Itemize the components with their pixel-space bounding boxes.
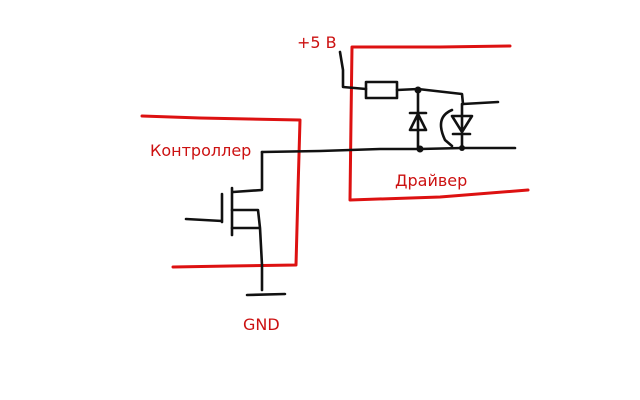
controller-box <box>140 114 302 269</box>
junction-node <box>459 145 465 151</box>
mosfet-gate <box>184 192 224 224</box>
controller-label: Контроллер <box>150 141 252 160</box>
supply-label: +5 В <box>297 33 337 52</box>
signal-wire <box>260 146 517 154</box>
junction-node <box>416 145 424 153</box>
led-symbol <box>439 102 474 150</box>
diode <box>408 88 428 151</box>
ground-label: GND <box>243 315 280 334</box>
driver-output-wire <box>461 100 500 106</box>
ground-symbol <box>245 292 287 297</box>
supply-wire <box>338 50 368 91</box>
mosfet-drain-wire <box>231 150 264 194</box>
mosfet-source-wire <box>230 208 264 292</box>
resistor-to-node-wire <box>395 87 465 106</box>
driver-box <box>348 44 530 202</box>
resistor <box>364 80 399 100</box>
driver-label: Драйвер <box>395 171 468 190</box>
